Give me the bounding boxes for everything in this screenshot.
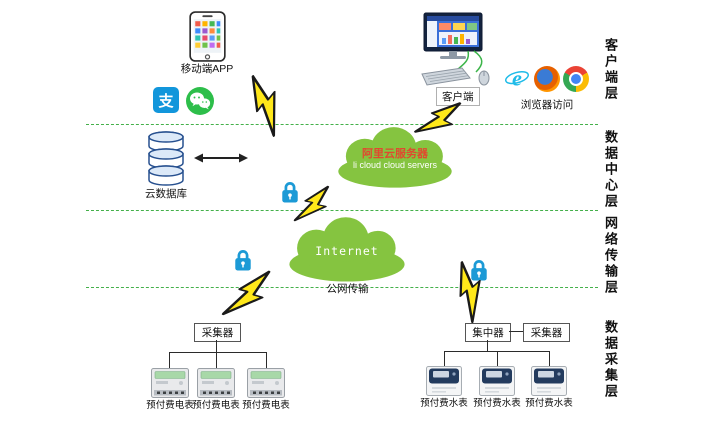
svg-text:e: e	[512, 66, 522, 91]
ie-browser-icon: e	[504, 66, 530, 92]
browser-access-label: 浏览器访问	[520, 99, 574, 111]
water-meter-icon	[426, 366, 462, 396]
ali-cloud-shape: 阿里云服务器 li cloud cloud servers	[332, 126, 458, 190]
chrome-browser-icon	[563, 66, 589, 92]
sync-arrow-icon	[194, 151, 248, 165]
lightning-bolt-cloud-to-internet	[293, 178, 336, 231]
connector-line	[216, 352, 217, 368]
lightning-bolt-internet-to-concentrator	[442, 256, 500, 324]
layer-label-network: 网络传输层	[603, 216, 618, 296]
electric-meter-icon	[247, 368, 285, 398]
firefox-browser-icon	[534, 66, 560, 92]
layer-separator-line	[86, 124, 598, 125]
water-meter-label: 预付费水表	[420, 398, 468, 409]
connector-line	[509, 331, 523, 332]
internet-cloud-shape: Internet	[283, 216, 411, 284]
connector-line	[549, 351, 550, 366]
water-meter-label: 预付费水表	[473, 398, 521, 409]
water-meter-icon	[479, 366, 515, 396]
lock-icon-network-left	[233, 248, 253, 272]
electric-meter-label: 预付费电表	[242, 400, 290, 411]
desktop-computer-icon	[418, 12, 498, 88]
smartphone-icon	[189, 11, 226, 62]
collector-box-right: 采集器	[523, 323, 570, 342]
lightning-bolt-internet-to-collector	[221, 260, 278, 330]
electric-meter-icon	[197, 368, 235, 398]
public-transfer-label: 公网传输	[326, 283, 369, 295]
layer-label-client: 客户端层	[603, 38, 618, 102]
electric-meter-label: 预付费电表	[146, 400, 194, 411]
connector-line	[487, 340, 488, 352]
connector-line	[169, 352, 170, 368]
ali-cloud-title: 阿里云服务器	[362, 148, 428, 160]
connector-line	[266, 352, 267, 368]
layer-separator-line	[86, 287, 598, 288]
database-icon	[146, 130, 186, 186]
cloud-db-label: 云数据库	[145, 188, 187, 200]
lightning-bolt-phone-to-cloud	[234, 68, 300, 138]
ali-cloud-subtitle: li cloud cloud servers	[352, 160, 438, 170]
concentrator-box: 集中器	[465, 323, 511, 342]
internet-label: Internet	[315, 244, 379, 258]
lightning-bolt-client-to-cloud	[413, 90, 469, 150]
collector-box-left: 采集器	[194, 323, 241, 342]
electric-meter-label: 预付费电表	[192, 400, 240, 411]
electric-meter-icon	[151, 368, 189, 398]
alipay-icon: 支	[153, 87, 179, 113]
connector-line	[497, 351, 498, 366]
layer-label-datacenter: 数据中心层	[603, 130, 618, 210]
water-meter-icon	[531, 366, 567, 396]
alipay-glyph: 支	[158, 92, 174, 110]
wechat-icon	[186, 87, 214, 115]
layer-label-collection: 数据采集层	[603, 320, 618, 400]
client-label: 客户端	[436, 87, 480, 106]
chrome-hub	[569, 72, 583, 86]
water-meter-label: 预付费水表	[525, 398, 573, 409]
lock-icon-network-right	[469, 258, 489, 282]
mobile-app-label: 移动端APP	[180, 63, 234, 75]
connector-line	[216, 340, 217, 353]
connector-line	[169, 352, 267, 353]
layer-separator-line	[86, 210, 598, 211]
connector-line	[444, 351, 445, 366]
lock-icon-datacenter	[280, 180, 300, 204]
